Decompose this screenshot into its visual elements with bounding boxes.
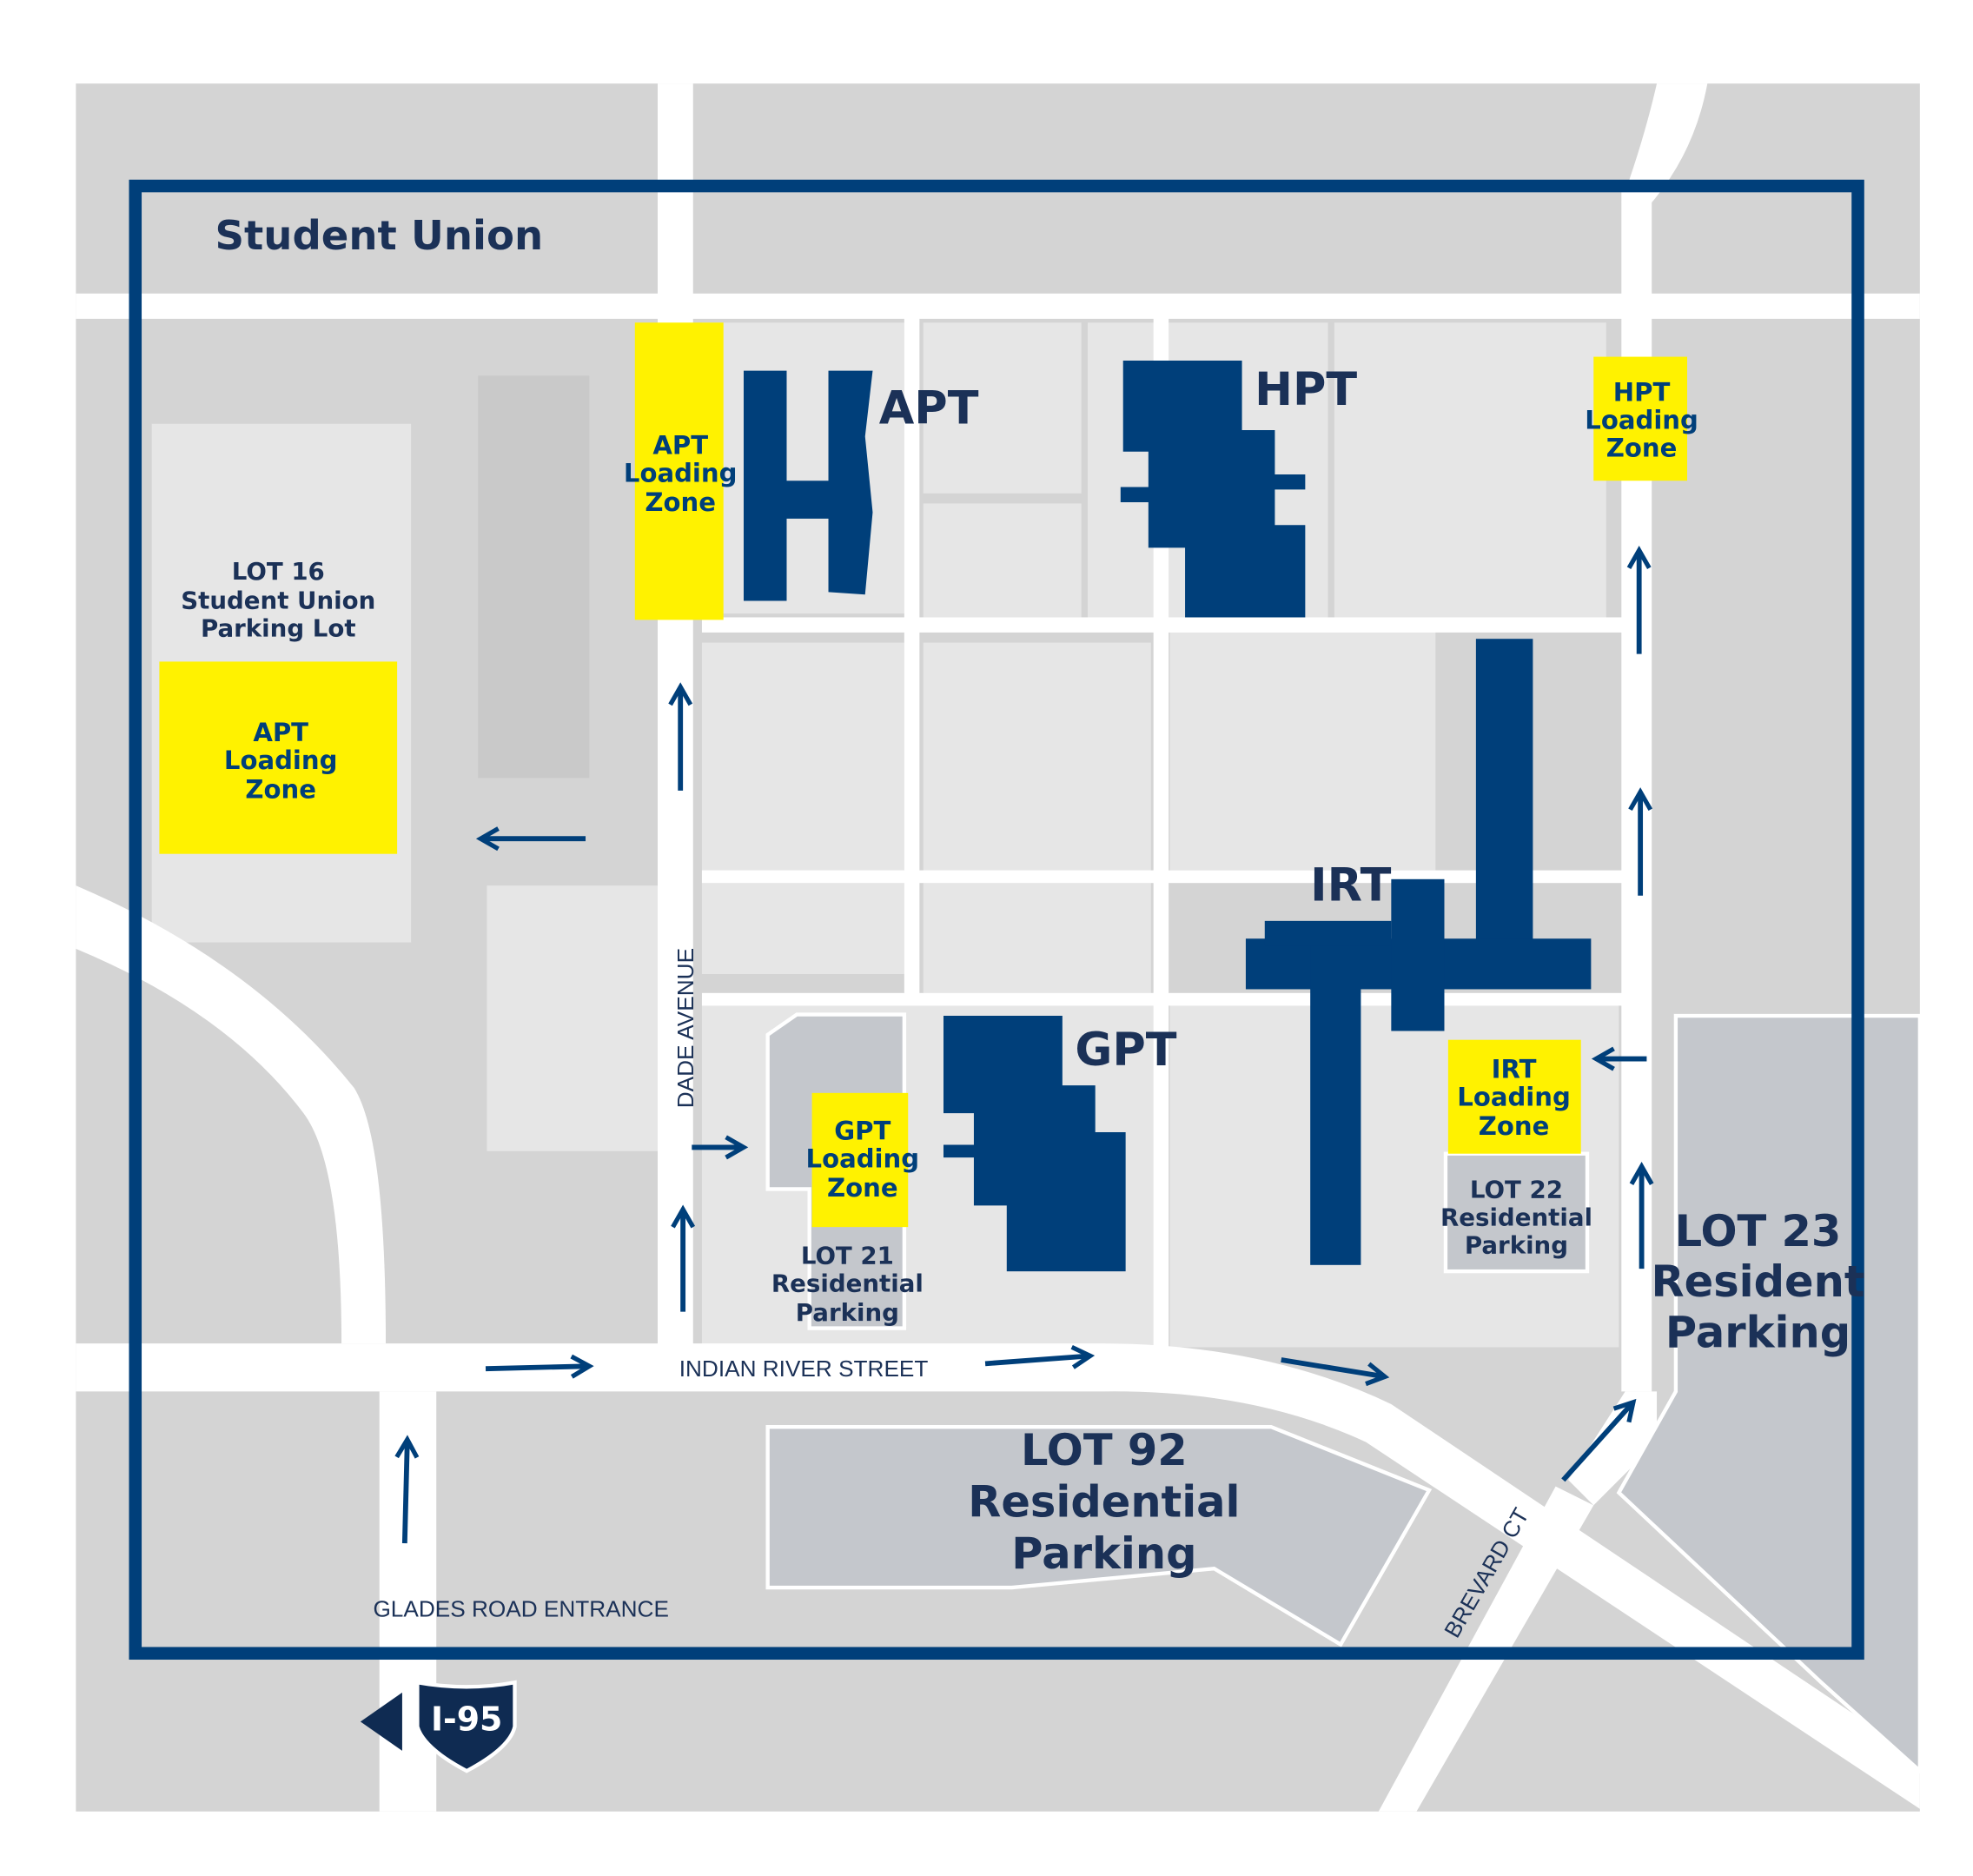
- lot-92-shape: [765, 1424, 1433, 1647]
- lot22-label: LOT 22 Residential Parking: [1440, 1176, 1592, 1260]
- svg-text:Residential: Residential: [968, 1477, 1240, 1528]
- svg-text:Zone: Zone: [245, 775, 316, 805]
- svg-text:HPT: HPT: [1613, 378, 1671, 408]
- hpt-label: HPT: [1255, 363, 1357, 416]
- svg-text:Resident: Resident: [1652, 1256, 1865, 1307]
- lot23-label: LOT 23 Resident Parking: [1652, 1206, 1865, 1357]
- lot16-label: LOT 16 Student Union Parking Lot: [181, 557, 375, 643]
- indian-river-street-label: INDIAN RIVER STREET: [679, 1356, 929, 1382]
- svg-text:Parking: Parking: [796, 1298, 899, 1327]
- apt-lot-loading-zone-label: APT Loading Zone: [224, 718, 338, 805]
- svg-text:Parking Lot: Parking Lot: [201, 613, 356, 642]
- lot92-label: LOT 92 Residential Parking: [968, 1425, 1240, 1579]
- i95-marker[interactable]: I-95: [360, 1680, 517, 1773]
- lot-22-shape: [1443, 1151, 1590, 1274]
- svg-text:Zone: Zone: [645, 487, 716, 517]
- svg-text:LOT 16: LOT 16: [232, 557, 325, 586]
- hpt-loading-zone: [1593, 356, 1687, 481]
- apt-lot-loading-zone: [159, 661, 398, 854]
- glades-road-entrance-label: GLADES ROAD ENTRANCE: [373, 1596, 669, 1622]
- svg-text:LOT 22: LOT 22: [1470, 1176, 1563, 1204]
- svg-text:Loading: Loading: [1585, 406, 1698, 435]
- svg-text:LOT 21: LOT 21: [801, 1241, 894, 1269]
- svg-text:LOT 92: LOT 92: [1021, 1425, 1188, 1475]
- svg-text:Student Union: Student Union: [181, 586, 375, 614]
- irt-loading-zone-label: IRT Loading Zone: [1457, 1054, 1571, 1141]
- apt-label: APT: [879, 382, 979, 435]
- svg-text:APT: APT: [652, 431, 708, 461]
- svg-text:Zone: Zone: [1479, 1111, 1550, 1141]
- svg-text:Loading: Loading: [806, 1144, 920, 1174]
- irt-label: IRT: [1310, 859, 1391, 912]
- building-apt: [743, 370, 873, 601]
- svg-text:Parking: Parking: [1665, 1307, 1851, 1357]
- svg-text:Zone: Zone: [827, 1173, 898, 1203]
- apt-loading-zone: [634, 322, 724, 620]
- svg-text:GPT: GPT: [834, 1117, 890, 1146]
- svg-text:Loading: Loading: [624, 459, 738, 488]
- irt-loading-zone: [1447, 1039, 1581, 1154]
- svg-text:APT: APT: [253, 718, 308, 747]
- gpt-label: GPT: [1075, 1024, 1176, 1077]
- student-union-label: Student Union: [215, 212, 543, 259]
- loading-zones: [159, 322, 1687, 1228]
- gpt-loading-zone: [811, 1092, 909, 1228]
- building-hpt: [1120, 360, 1306, 618]
- buildings: [743, 360, 1592, 1272]
- hpt-loading-zone-label: HPT Loading Zone: [1585, 378, 1698, 463]
- map-boundary: [129, 179, 1864, 1661]
- apt-loading-zone-label: APT Loading Zone: [624, 431, 738, 518]
- svg-text:Residential: Residential: [771, 1269, 924, 1297]
- svg-text:Parking: Parking: [1011, 1528, 1196, 1579]
- highway-shield-label: I-95: [431, 1700, 502, 1739]
- building-irt: [1245, 639, 1592, 1265]
- lot21-label: LOT 21 Residential Parking: [771, 1241, 924, 1327]
- svg-text:Zone: Zone: [1606, 434, 1678, 463]
- lot-23-shape: [1616, 1013, 1923, 1776]
- dade-avenue-label: DADE AVENUE: [672, 948, 698, 1108]
- svg-text:Parking: Parking: [1465, 1231, 1568, 1260]
- svg-text:Residential: Residential: [1440, 1203, 1592, 1232]
- gpt-loading-zone-label: GPT Loading Zone: [806, 1117, 920, 1203]
- building-gpt: [943, 1016, 1126, 1272]
- svg-text:LOT 23: LOT 23: [1675, 1206, 1842, 1256]
- svg-text:IRT: IRT: [1492, 1054, 1537, 1084]
- svg-text:Loading: Loading: [224, 746, 338, 775]
- direction-arrows: [394, 546, 1654, 1544]
- interstate-shield-icon: [415, 1680, 517, 1773]
- svg-text:Loading: Loading: [1457, 1082, 1571, 1111]
- west-arrow-icon: [360, 1692, 402, 1751]
